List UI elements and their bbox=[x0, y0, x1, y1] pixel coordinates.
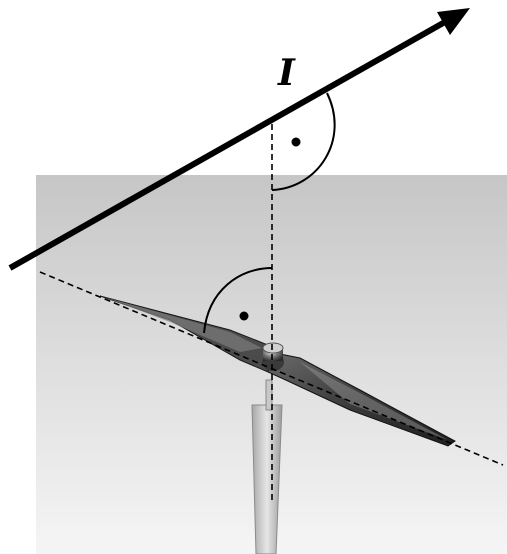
pivot-stand bbox=[251, 379, 283, 554]
current-wire bbox=[8, 8, 470, 271]
needle-axis-dashed-line bbox=[39, 271, 504, 466]
pivot-hub bbox=[262, 342, 284, 371]
right-angle-icon bbox=[271, 92, 336, 191]
arrow-icon bbox=[437, 8, 470, 35]
current-label: I bbox=[277, 52, 296, 94]
guide-lines bbox=[39, 124, 504, 500]
right-angle-dot bbox=[239, 311, 249, 321]
right-angle-dot bbox=[291, 137, 301, 147]
magnetic-needle bbox=[99, 295, 456, 447]
right-angle-icon bbox=[203, 267, 273, 334]
